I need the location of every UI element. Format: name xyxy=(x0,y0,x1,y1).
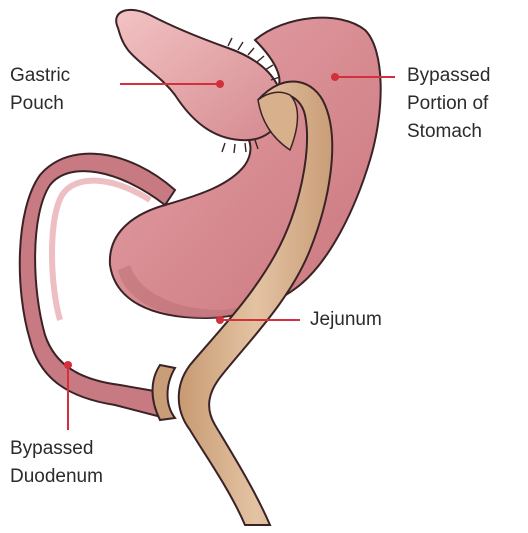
label-bypassed-stomach: Bypassed Portion of Stomach xyxy=(407,62,490,146)
label-bypassed-duodenum: Bypassed Duodenum xyxy=(10,435,103,491)
leader-dot-jejunum xyxy=(216,316,224,324)
leader-dot-bypassed-stomach xyxy=(331,73,339,81)
leader-dot-bypassed-duodenum xyxy=(64,361,72,369)
label-gastric-pouch: Gastric Pouch xyxy=(10,62,70,118)
gastric-pouch-shape xyxy=(116,10,282,140)
leader-dot-gastric-pouch xyxy=(216,80,224,88)
jejunum-duodenum-junction xyxy=(153,365,176,420)
label-jejunum: Jejunum xyxy=(310,306,382,334)
